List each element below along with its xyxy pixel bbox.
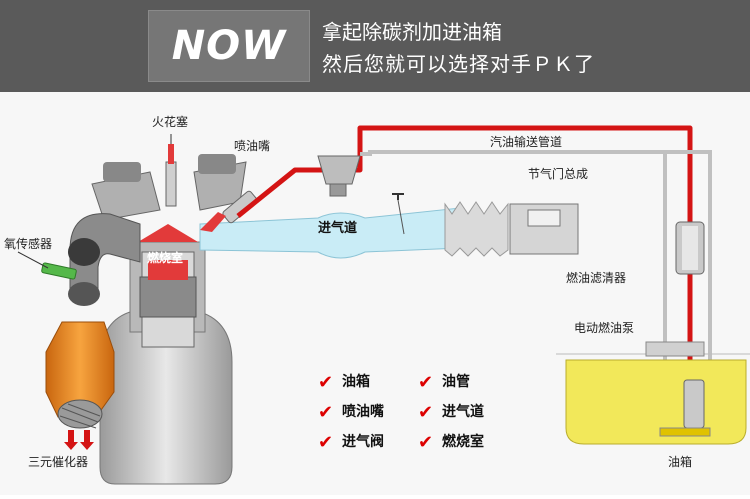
legend-item-intake: 进气道 (442, 403, 484, 420)
banner: NOW 拿起除碳剂加进油箱 然后您就可以选择对手ＰＫ了 (0, 0, 750, 92)
legend-check-icon: ✔ (318, 432, 333, 453)
label-catalytic: 三元催化器 (28, 455, 88, 469)
label-spark-plug: 火花塞 (152, 114, 188, 129)
pressure-regulator (317, 155, 361, 197)
o2-sensor (17, 251, 77, 280)
now-badge-text: NOW (171, 23, 287, 69)
banner-line-2: 然后您就可以选择对手ＰＫ了 (322, 52, 595, 76)
label-fuel-line: 汽油输送管道 (490, 134, 562, 149)
legend: ✔ 油箱 ✔ 油管 ✔ 喷油嘴 ✔ 进气道 ✔ 进气阀 ✔ 燃烧室 (318, 372, 484, 453)
now-badge: NOW (148, 10, 310, 82)
label-o2-sensor: 氧传感器 (4, 236, 52, 251)
label-fuel-filter: 燃油滤清器 (566, 270, 626, 285)
engine-block (99, 224, 233, 485)
engine-diagram: 火花塞 喷油嘴 汽油输送管道 节气门总成 氧传感器 进气道 燃烧室 燃油滤清器 … (0, 92, 750, 495)
fuel-filter (675, 221, 705, 275)
legend-check-icon: ✔ (318, 402, 333, 423)
cylinder-head (91, 154, 247, 221)
legend-item-tank: 油箱 (342, 373, 370, 390)
catalytic-converter (45, 321, 115, 450)
label-combustion: 燃烧室 (147, 250, 183, 265)
banner-line-1: 拿起除碳剂加进油箱 (322, 20, 502, 44)
legend-check-icon: ✔ (418, 432, 433, 453)
legend-check-icon: ✔ (418, 402, 433, 423)
legend-check-icon: ✔ (318, 372, 333, 393)
label-throttle: 节气门总成 (528, 166, 588, 181)
legend-check-icon: ✔ (418, 372, 433, 393)
label-intake: 进气道 (318, 220, 357, 236)
legend-item-fuel-pipe: 油管 (442, 373, 470, 390)
spark-plug (165, 134, 177, 207)
legend-item-injector: 喷油嘴 (342, 403, 384, 420)
label-fuel-pump: 电动燃油泵 (574, 320, 634, 335)
intake-duct (199, 193, 579, 259)
legend-item-combustion: 燃烧室 (442, 433, 484, 450)
label-tank: 油箱 (668, 454, 692, 469)
label-injector: 喷油嘴 (234, 139, 270, 153)
fuel-tank (556, 341, 750, 445)
legend-item-intake-valve: 进气阀 (342, 433, 384, 450)
exhaust-manifold (68, 213, 141, 306)
